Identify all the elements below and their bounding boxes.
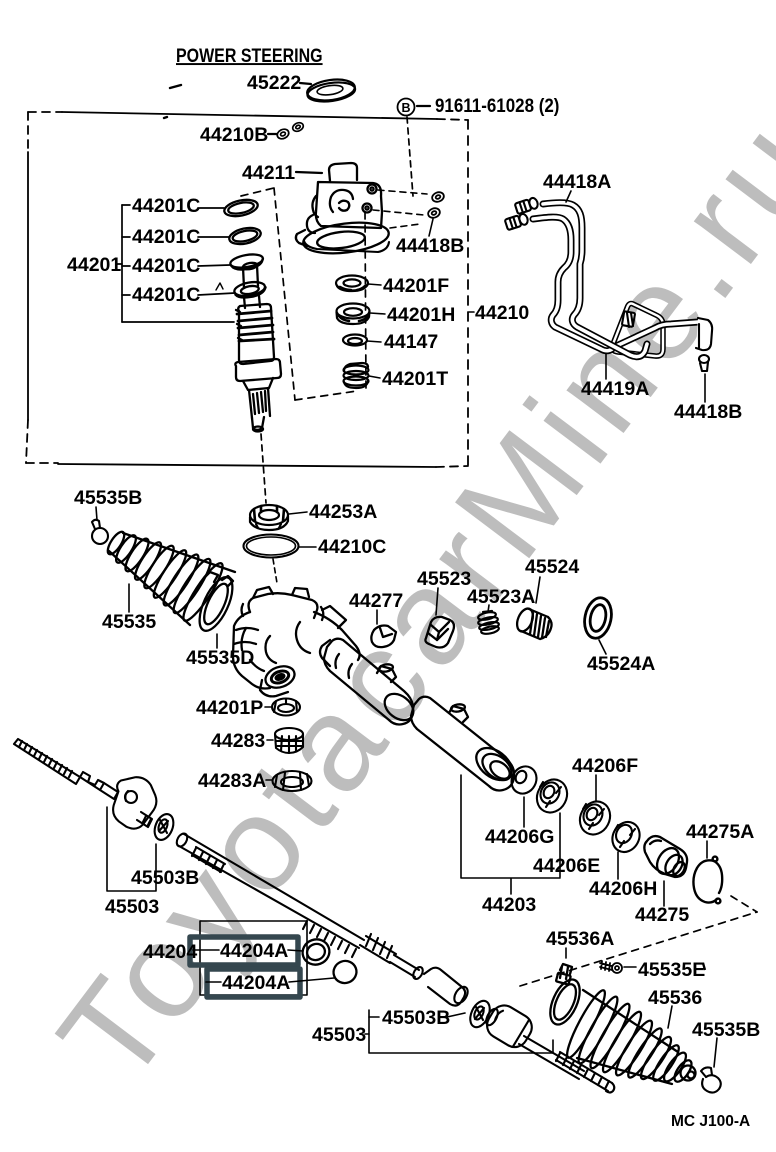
svg-text:44418A: 44418A <box>543 171 611 193</box>
svg-text:B: B <box>401 101 410 115</box>
svg-text:45535E: 45535E <box>638 959 705 981</box>
svg-text:44203: 44203 <box>482 894 536 916</box>
svg-text:45536: 45536 <box>648 987 702 1009</box>
svg-text:44204A: 44204A <box>220 940 288 962</box>
svg-text:45524A: 45524A <box>587 653 655 675</box>
svg-text:45524: 45524 <box>525 556 579 578</box>
svg-text:44201F: 44201F <box>383 275 449 297</box>
svg-text:44275A: 44275A <box>686 821 754 843</box>
svg-text:45536A: 45536A <box>546 928 614 950</box>
svg-text:44201C: 44201C <box>132 284 200 306</box>
svg-text:44204A: 44204A <box>222 972 290 994</box>
svg-text:45535D: 45535D <box>186 647 254 669</box>
svg-text:44283: 44283 <box>211 730 265 752</box>
svg-text:44201T: 44201T <box>382 368 448 390</box>
svg-text:45503: 45503 <box>105 896 159 918</box>
svg-text:44201C: 44201C <box>132 255 200 277</box>
svg-text:44418B: 44418B <box>674 401 742 423</box>
svg-text:45503B: 45503B <box>382 1007 450 1029</box>
svg-text:44201C: 44201C <box>132 226 200 248</box>
svg-text:44201P: 44201P <box>196 697 263 719</box>
svg-text:45523: 45523 <box>417 568 471 590</box>
svg-text:45535B: 45535B <box>74 487 142 509</box>
svg-text:44275: 44275 <box>635 904 689 926</box>
svg-text:45503: 45503 <box>312 1024 366 1046</box>
svg-text:44283A: 44283A <box>198 770 266 792</box>
svg-text:POWER STEERING: POWER STEERING <box>176 45 323 67</box>
svg-text:45503B: 45503B <box>131 867 199 889</box>
svg-text:44147: 44147 <box>384 331 438 353</box>
svg-text:44201H: 44201H <box>387 304 455 326</box>
svg-text:44210B: 44210B <box>200 124 268 146</box>
svg-text:45535B: 45535B <box>692 1019 760 1041</box>
svg-text:44201C: 44201C <box>132 195 200 217</box>
svg-text:44206E: 44206E <box>533 855 600 877</box>
svg-text:44253A: 44253A <box>309 501 377 523</box>
svg-text:44277: 44277 <box>349 590 403 612</box>
svg-text:44201: 44201 <box>67 254 121 276</box>
svg-text:44210C: 44210C <box>318 536 386 558</box>
svg-text:44210: 44210 <box>475 302 529 324</box>
svg-text:45535: 45535 <box>102 611 156 633</box>
svg-text:44206G: 44206G <box>485 826 554 848</box>
svg-text:44206H: 44206H <box>589 878 657 900</box>
svg-text:91611-61028 (2): 91611-61028 (2) <box>435 94 559 116</box>
svg-text:45222: 45222 <box>247 72 301 94</box>
svg-text:44419A: 44419A <box>581 378 649 400</box>
svg-text:44418B: 44418B <box>396 235 464 257</box>
svg-text:44211: 44211 <box>242 162 295 184</box>
svg-text:44204: 44204 <box>143 941 197 963</box>
svg-text:45523A: 45523A <box>467 586 535 608</box>
svg-text:MC J100-A: MC J100-A <box>671 1113 750 1130</box>
svg-text:44206F: 44206F <box>572 755 638 777</box>
